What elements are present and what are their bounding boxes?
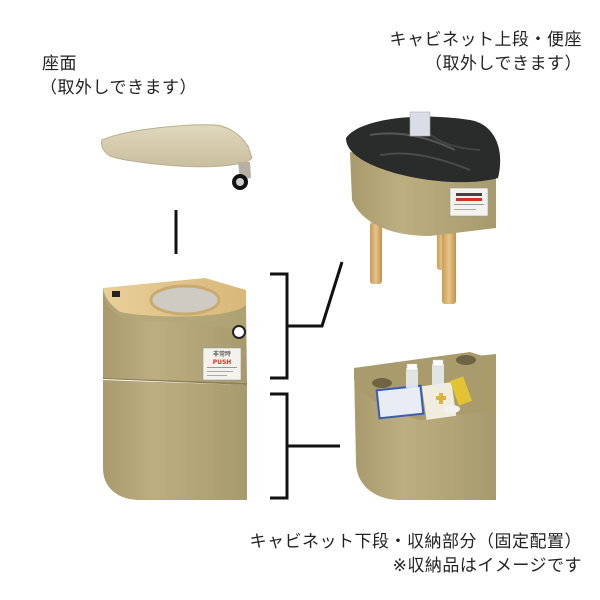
lower-cabinet-label: キャビネット下段・収納部分（固定配置） ※収納品はイメージです — [250, 530, 583, 578]
sticker-heading: 非常時 — [213, 350, 231, 358]
seat-label-note: （取外しできます） — [40, 78, 197, 98]
seat-label-title: 座面 — [42, 54, 77, 74]
lower-cabinet-storage — [354, 352, 496, 500]
upper-bracket — [270, 261, 344, 380]
upper-cabinet-label-title: キャビネット上段・便座 — [389, 30, 582, 50]
upper-cabinet-label-note: （取外しできます） — [425, 54, 582, 74]
emergency-push-sticker: 非常時 PUSH — [202, 347, 242, 381]
upper-cabinet-with-bag — [346, 111, 501, 304]
seat-label: 座面 （取外しできます） — [40, 52, 197, 100]
assembled-cabinet: 非常時 PUSH — [102, 278, 248, 500]
seat-cushion — [101, 124, 253, 190]
upper-cabinet-label: キャビネット上段・便座 （取外しできます） — [390, 28, 583, 76]
upper-cabinet-sticker — [449, 187, 489, 217]
lower-cabinet-label-note: ※収納品はイメージです — [392, 556, 582, 576]
lower-cabinet-label-title: キャビネット下段・収納部分（固定配置） — [249, 532, 582, 552]
lower-bracket — [270, 392, 340, 500]
sticker-push: PUSH — [213, 359, 232, 366]
